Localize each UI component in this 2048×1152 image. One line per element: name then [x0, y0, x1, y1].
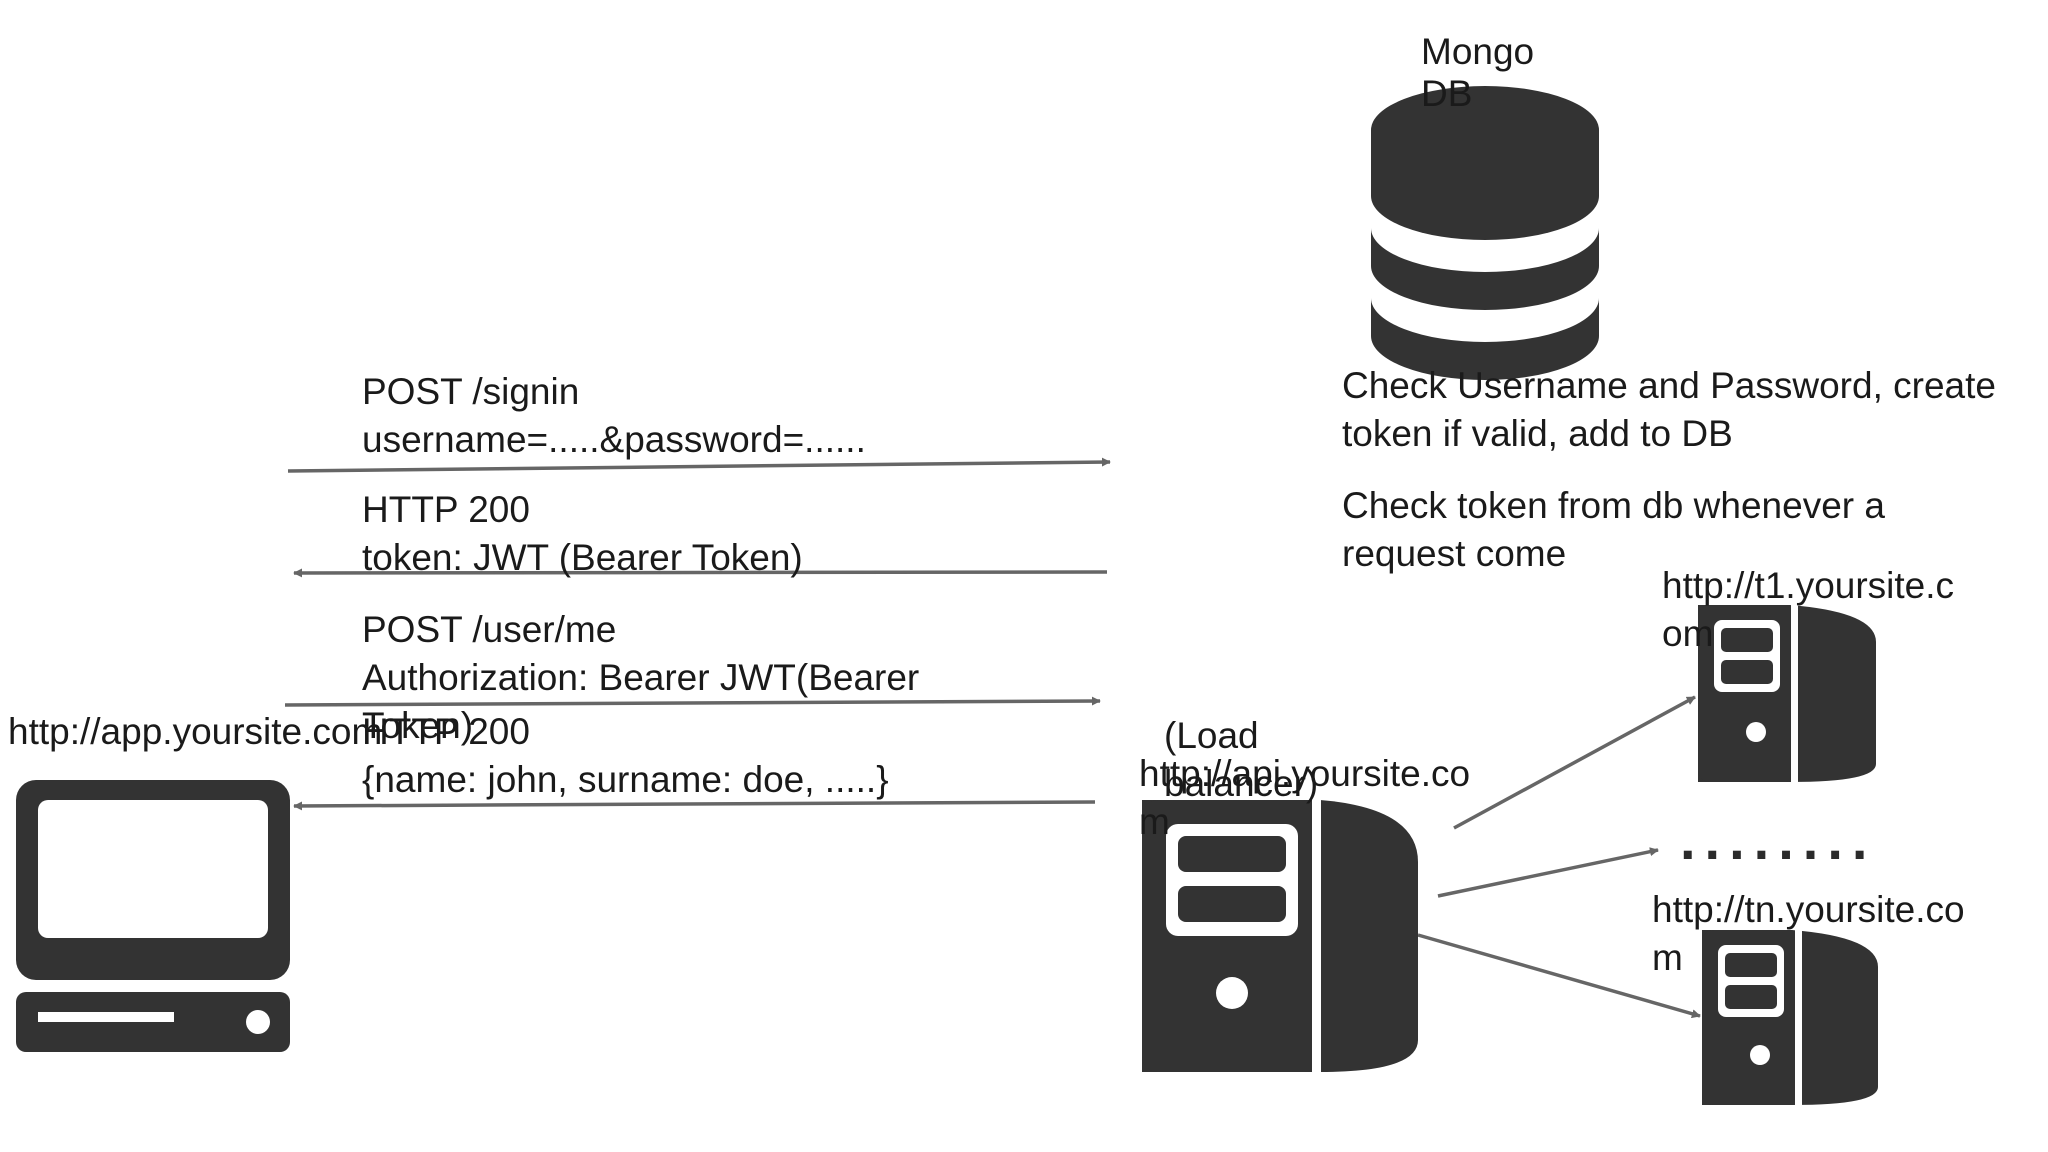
- server-icon: [1142, 800, 1418, 1072]
- arrow-lb-to-tn: [1417, 933, 1701, 1019]
- message-line1: HTTP 200: [362, 489, 530, 530]
- message-line2: username=.....&password=......: [362, 419, 866, 460]
- database-icon: [1371, 86, 1599, 380]
- arrow-lb-to-ellipsis: [1437, 847, 1659, 898]
- message-line2: {name: john, surname: doe, .....}: [362, 759, 889, 800]
- message-token-response: HTTP 200 token: JWT (Bearer Token): [362, 486, 803, 582]
- load-balancer-role-label: (Load balancer): [1164, 715, 1319, 804]
- more-backends-ellipsis: ........: [1680, 808, 1877, 871]
- database-label-line2: DB: [1421, 73, 1473, 114]
- backend-1-label: http://t1.yoursite.com: [1662, 565, 1955, 654]
- note-check-token: Check token from db whenever a request c…: [1342, 485, 1885, 574]
- arrow-signin-request: [287, 457, 1111, 473]
- desktop-computer-icon: [16, 780, 290, 1052]
- database-label-line1: Mongo: [1421, 31, 1535, 72]
- arrow-user-me-response: [293, 800, 1096, 811]
- server-icon: [1702, 930, 1878, 1105]
- message-user-me-response: HTTP 200 {name: john, surname: doe, ....…: [362, 708, 889, 804]
- message-line1: HTTP 200: [362, 711, 530, 752]
- message-line1: POST /user/me: [362, 609, 617, 650]
- arrow-lb-to-t1: [1453, 695, 1696, 830]
- message-signin-request: POST /signin username=.....&password=...…: [362, 368, 866, 464]
- message-line1: POST /signin: [362, 371, 580, 412]
- load-balancer-url-label: http://api.yoursite.com: [1139, 753, 1471, 842]
- arrow-token-response: [293, 568, 1108, 578]
- database-label: Mongo DB: [1421, 28, 1534, 118]
- backend-n-label: http://tn.yoursite.com: [1652, 889, 1965, 978]
- arrow-user-me-request: [284, 696, 1101, 707]
- message-user-me-request: POST /user/me Authorization: Bearer JWT(…: [362, 606, 1002, 750]
- client-label: http://app.yoursite.com: [8, 711, 383, 752]
- server-icon: [1698, 605, 1876, 782]
- message-line2: token: JWT (Bearer Token): [362, 537, 803, 578]
- note-check-credentials: Check Username and Password, create toke…: [1342, 365, 1996, 454]
- message-line2: Authorization: Bearer JWT(Bearer Token): [362, 657, 920, 746]
